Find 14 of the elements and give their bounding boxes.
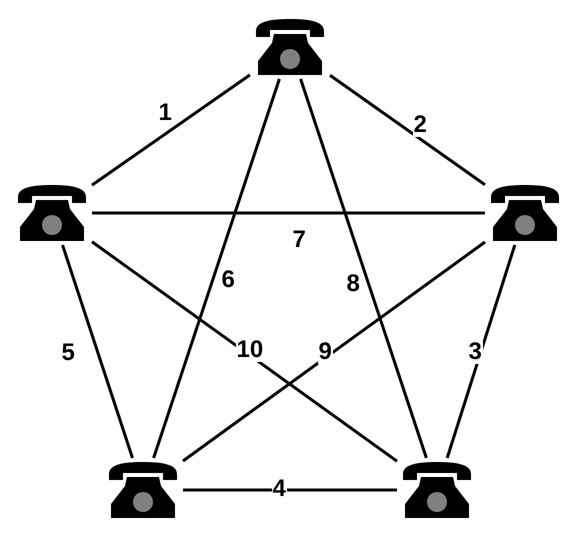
connector-line	[91, 240, 398, 462]
edge-label: 10	[236, 338, 264, 362]
edge-label: 9	[318, 340, 333, 364]
connector-line	[92, 212, 485, 214]
connector-line	[329, 74, 486, 186]
connector-line	[183, 488, 397, 492]
connector-line	[446, 244, 516, 458]
edge-label: 3	[468, 340, 483, 364]
connector-line	[91, 74, 251, 186]
edge-label: 2	[412, 113, 428, 137]
connector-line	[299, 78, 428, 458]
connector-line	[182, 240, 486, 462]
connector-line	[152, 78, 281, 458]
connector-line	[61, 244, 134, 458]
